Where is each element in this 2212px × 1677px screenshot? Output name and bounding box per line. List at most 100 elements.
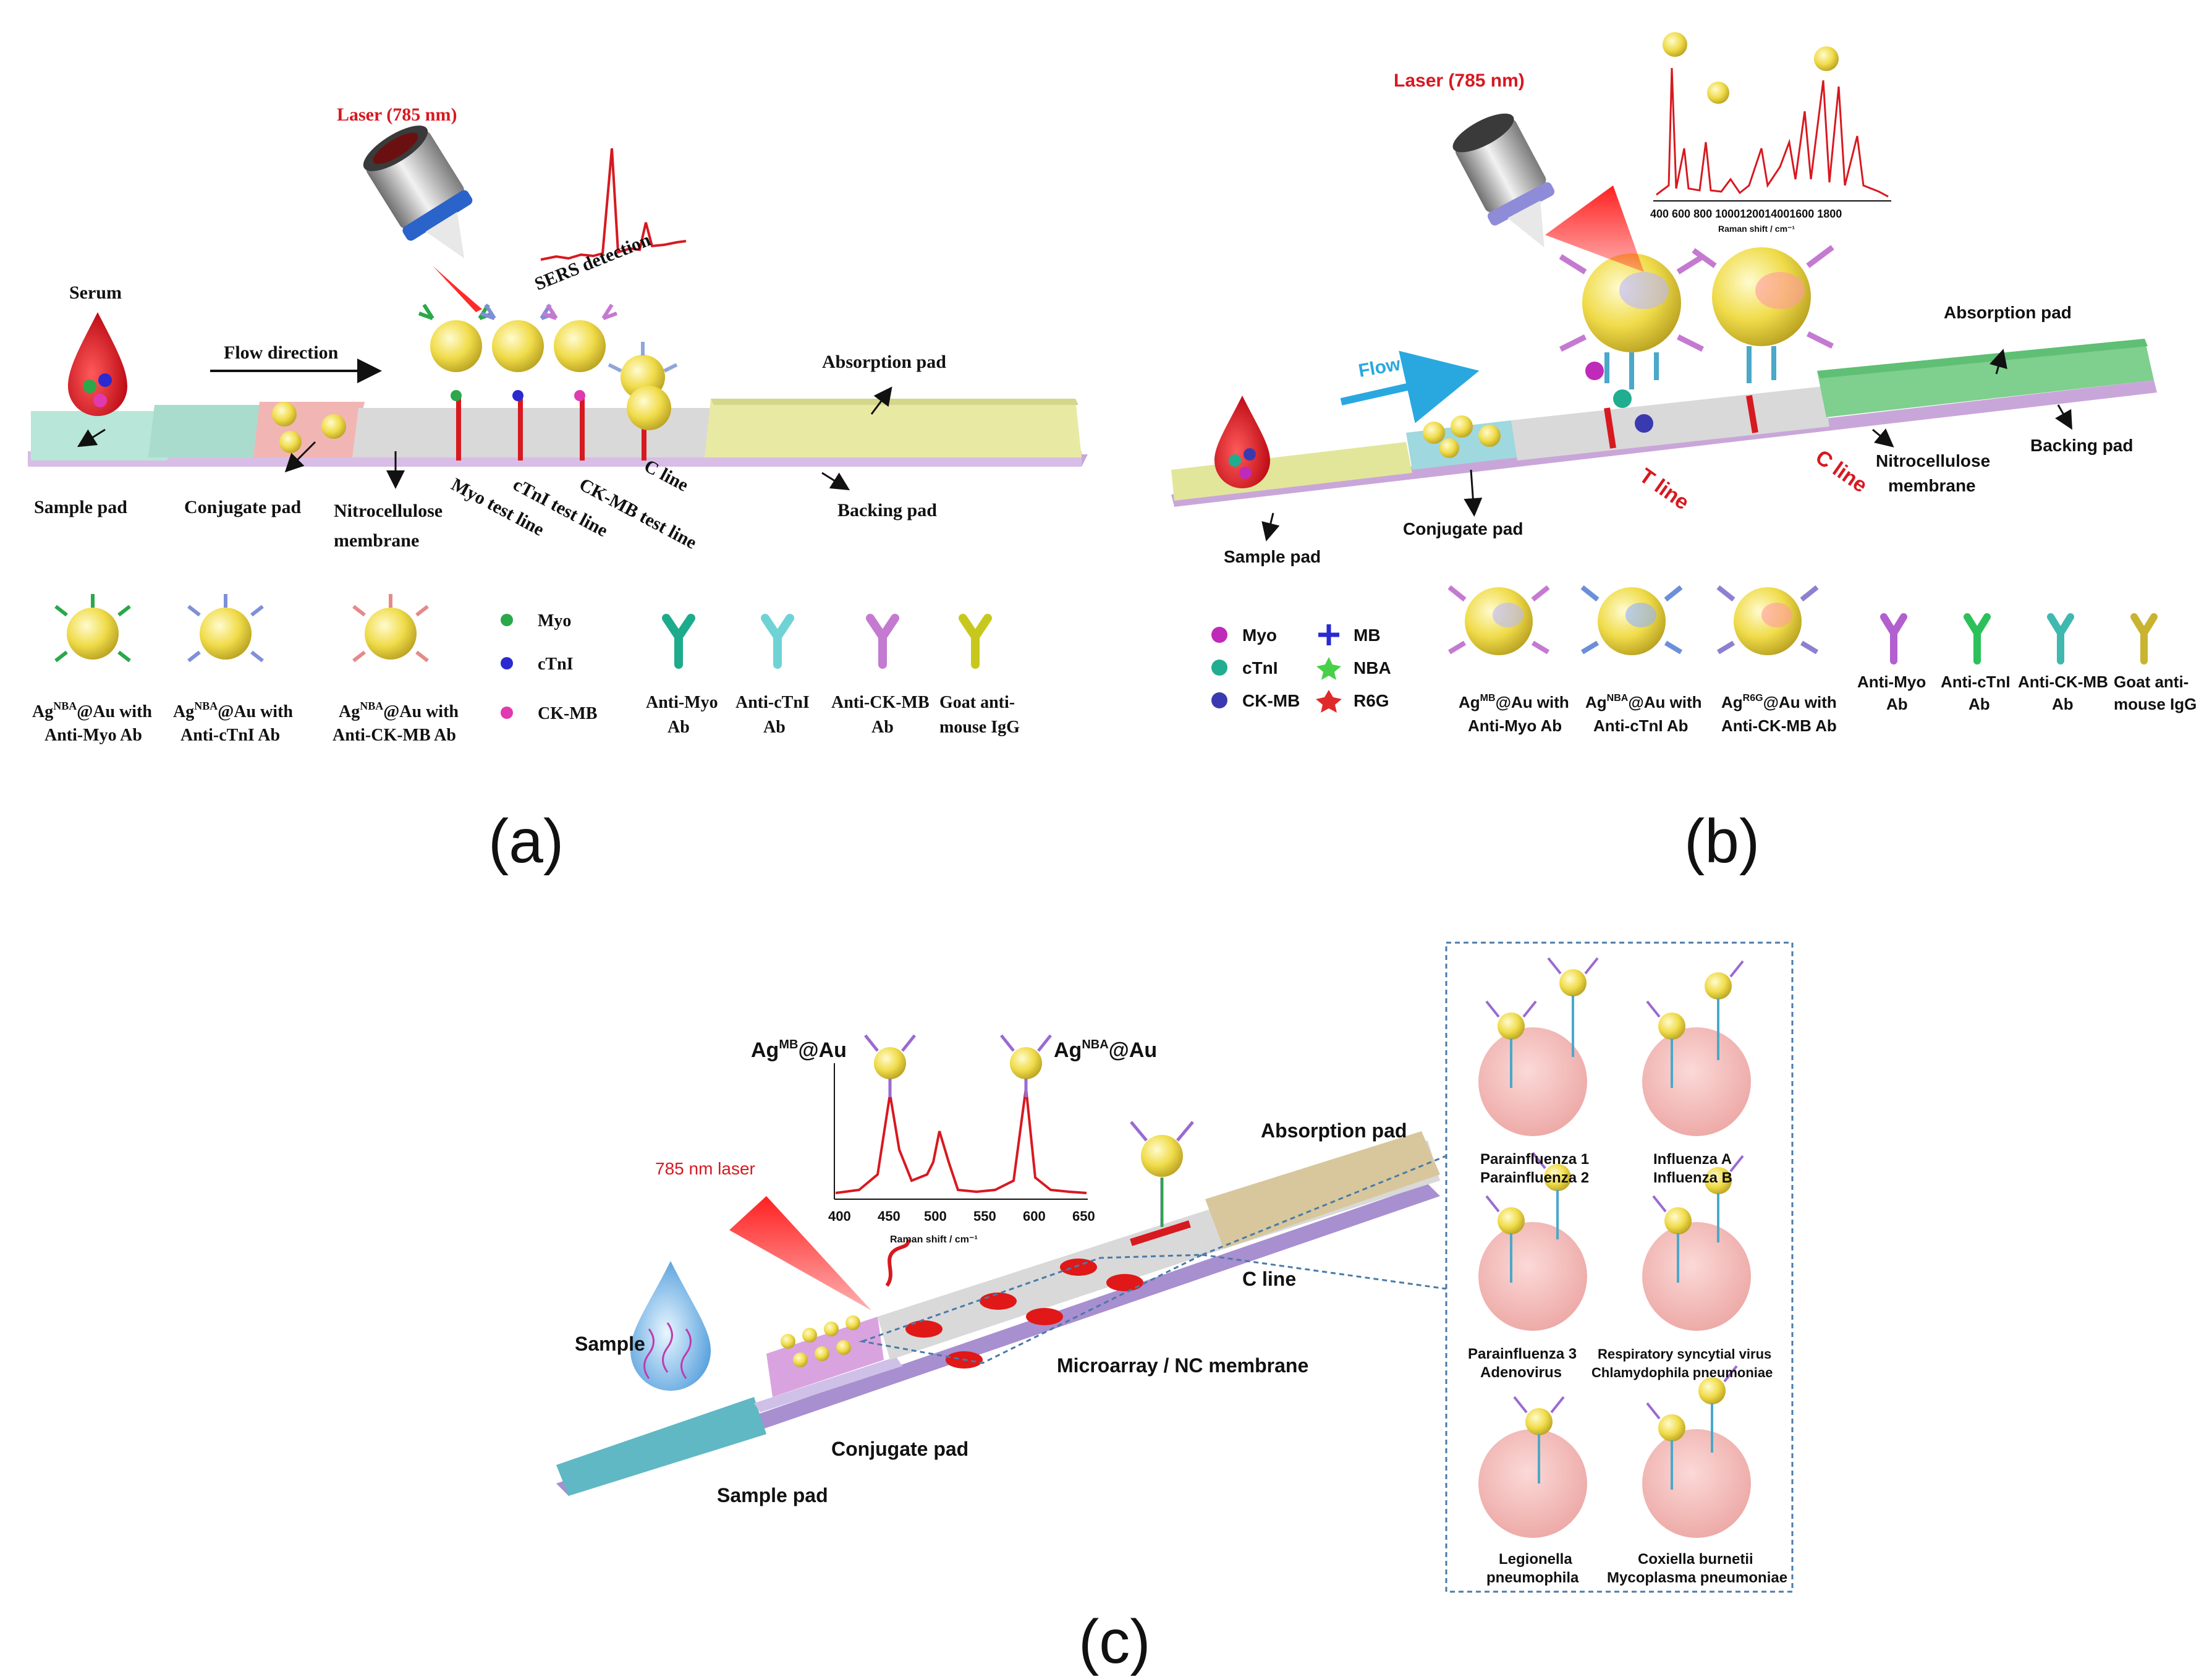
nanoparticle-icon [1010, 1047, 1042, 1079]
legend-a-myo: Myo [538, 611, 571, 630]
c-line-b [1746, 395, 1758, 433]
laser-label-b: Laser (785 nm) [1394, 70, 1525, 91]
blood-drop-icon [1214, 396, 1270, 488]
spectrum-c-tick-600: 600 [1023, 1208, 1046, 1224]
microarray-region [858, 1254, 1203, 1364]
legend-b-np1-line1: AgMB@Au with [1459, 693, 1569, 711]
antibody-icon [662, 614, 695, 669]
laser-head-icon [363, 125, 473, 259]
nitrocellulose-label-a-1: Nitrocellulose [334, 501, 443, 521]
legend-b-myo: Myo [1242, 626, 1277, 645]
pathogen-cell [1642, 1429, 1751, 1538]
legend-b-r6g: R6G [1354, 691, 1389, 710]
nitrocellulose-membrane-b [1511, 386, 1829, 461]
flow-label-b: Flow [1357, 354, 1402, 381]
nanoparticle-icon [430, 320, 482, 372]
legend-a-ab3-line1: Anti-CK-MB [831, 693, 930, 712]
legend-a-ab2-line2: Ab [763, 718, 786, 737]
legend-b-np1-line2: Anti-Myo Ab [1468, 716, 1562, 735]
panel-c: 400 450 500 550 600 650 Raman shift / cm… [556, 941, 1794, 1676]
legend-a-np1-line2: Anti-Myo Ab [44, 726, 142, 745]
pathogen-4-line1: Respiratory syncytial virus [1598, 1346, 1771, 1362]
legend-a-ckmb: CK-MB [538, 704, 597, 723]
pathogen-1-line2: Parainfluenza 2 [1480, 1170, 1589, 1186]
legend-a-np2-line1: AgNBA@Au with [173, 700, 293, 721]
nanoparticle-icon [627, 386, 671, 430]
legend-a-ab1-line2: Ab [667, 718, 690, 737]
ctni-test-line [518, 396, 523, 461]
panel-b-letter: (b) [1684, 807, 1760, 876]
laser-beam-b [1545, 185, 1644, 272]
spectrum-c-tick-400: 400 [828, 1208, 851, 1224]
legend-a-ab4-line1: Goat anti- [939, 693, 1015, 712]
pathogen-1-line1: Parainfluenza 1 [1480, 1151, 1589, 1168]
serum-label: Serum [69, 282, 122, 303]
legend-b-nba: NBA [1354, 658, 1391, 677]
legend-b-ab1-line2: Ab [1886, 695, 1908, 713]
antibody-icon [2130, 613, 2158, 664]
nc-membrane-c [878, 1215, 1205, 1360]
nanoparticle-icon [365, 608, 417, 660]
nanoparticle-icon [874, 1047, 906, 1079]
spectrum-b-xlabel: Raman shift / cm⁻¹ [1718, 224, 1795, 234]
panel-c-letter: (c) [1078, 1607, 1151, 1676]
absorption-pad-a [705, 399, 1082, 457]
t-line-b [1604, 407, 1616, 449]
microarray-spots [905, 1259, 1143, 1369]
water-drop-icon [630, 1261, 711, 1391]
legend-a-np1-line1: AgNBA@Au with [32, 700, 152, 721]
nitrocellulose-label-b-2: membrane [1888, 476, 1976, 495]
blood-drop-icon [68, 312, 127, 416]
sers-detection-label: SERS detection [532, 229, 653, 294]
pathogen-5-line2: pneumophila [1486, 1569, 1579, 1586]
legend-a-np3-line1: AgNBA@Au with [339, 700, 459, 721]
legend-b-np3-line1: AgR6G@Au with [1721, 693, 1837, 711]
legend-a-ab4-line2: mouse IgG [939, 718, 1020, 737]
legend-a-ab3-line2: Ab [871, 718, 894, 737]
nanoparticle-icon [1141, 1135, 1183, 1177]
legend-b-np3-line2: Anti-CK-MB Ab [1721, 716, 1837, 735]
pathogen-cell [1478, 1027, 1587, 1136]
c-line-label-c: C line [1242, 1268, 1296, 1290]
raman-spectrum-icon: 400 450 500 550 600 650 Raman shift / cm… [828, 1063, 1095, 1245]
antibody-icon [1880, 613, 1907, 664]
pathogen-5-line1: Legionella [1499, 1551, 1572, 1568]
spectrum-c-xlabel: Raman shift / cm⁻¹ [890, 1234, 978, 1245]
spectrum-c-tick-550: 550 [973, 1208, 996, 1224]
spectrum-c-tick-450: 450 [878, 1208, 900, 1224]
pathogen-cell [1478, 1222, 1587, 1331]
legend-a-ab2-line1: Anti-cTnI [735, 693, 810, 712]
flow-direction-label: Flow direction [224, 342, 339, 363]
panel-b: 400 600 800 1000120014001600 1800 Raman … [1171, 32, 2197, 876]
legend-b-ckmb: CK-MB [1242, 691, 1300, 710]
antibody-icon [866, 614, 899, 669]
sample-pad-label-c: Sample pad [717, 1484, 828, 1506]
pathogen-6-line1: Coxiella burnetii [1638, 1551, 1753, 1568]
microarray-label: Microarray / NC membrane [1057, 1354, 1308, 1377]
panel-a-letter: (a) [488, 807, 564, 876]
reporter-nanoparticles-c [864, 1034, 1194, 1227]
t-line-label-b: T line [1635, 464, 1693, 514]
conjugate-pad-label-a: Conjugate pad [184, 497, 302, 517]
sample-pad-label-b: Sample pad [1224, 547, 1321, 566]
sample-pad-label-a: Sample pad [34, 497, 127, 517]
pathogen-3-line1: Parainfluenza 3 [1468, 1346, 1577, 1362]
legend-a-np3-line2: Anti-CK-MB Ab [333, 726, 456, 745]
legend-b-np2-line2: Anti-cTnI Ab [1593, 716, 1689, 735]
backing-pad-label-a: Backing pad [837, 500, 937, 520]
legend-b-ctni: cTnI [1242, 658, 1278, 677]
spectrum-c-tick-500: 500 [924, 1208, 947, 1224]
sample-pad-c [556, 1397, 766, 1496]
flow-arrow-b [1340, 350, 1480, 423]
lateral-flow-strip-a [28, 399, 1088, 467]
antibody-icon [959, 614, 992, 669]
nanoparticle-icon [492, 320, 544, 372]
pathogen-cell [1642, 1027, 1751, 1136]
antibody-icon [1964, 613, 1991, 664]
nanoparticle-icon [200, 608, 252, 660]
legend-a-np2-line2: Anti-cTnI Ab [180, 726, 280, 745]
nanoparticle-icon [554, 320, 606, 372]
absorption-pad-c [1205, 1131, 1440, 1249]
